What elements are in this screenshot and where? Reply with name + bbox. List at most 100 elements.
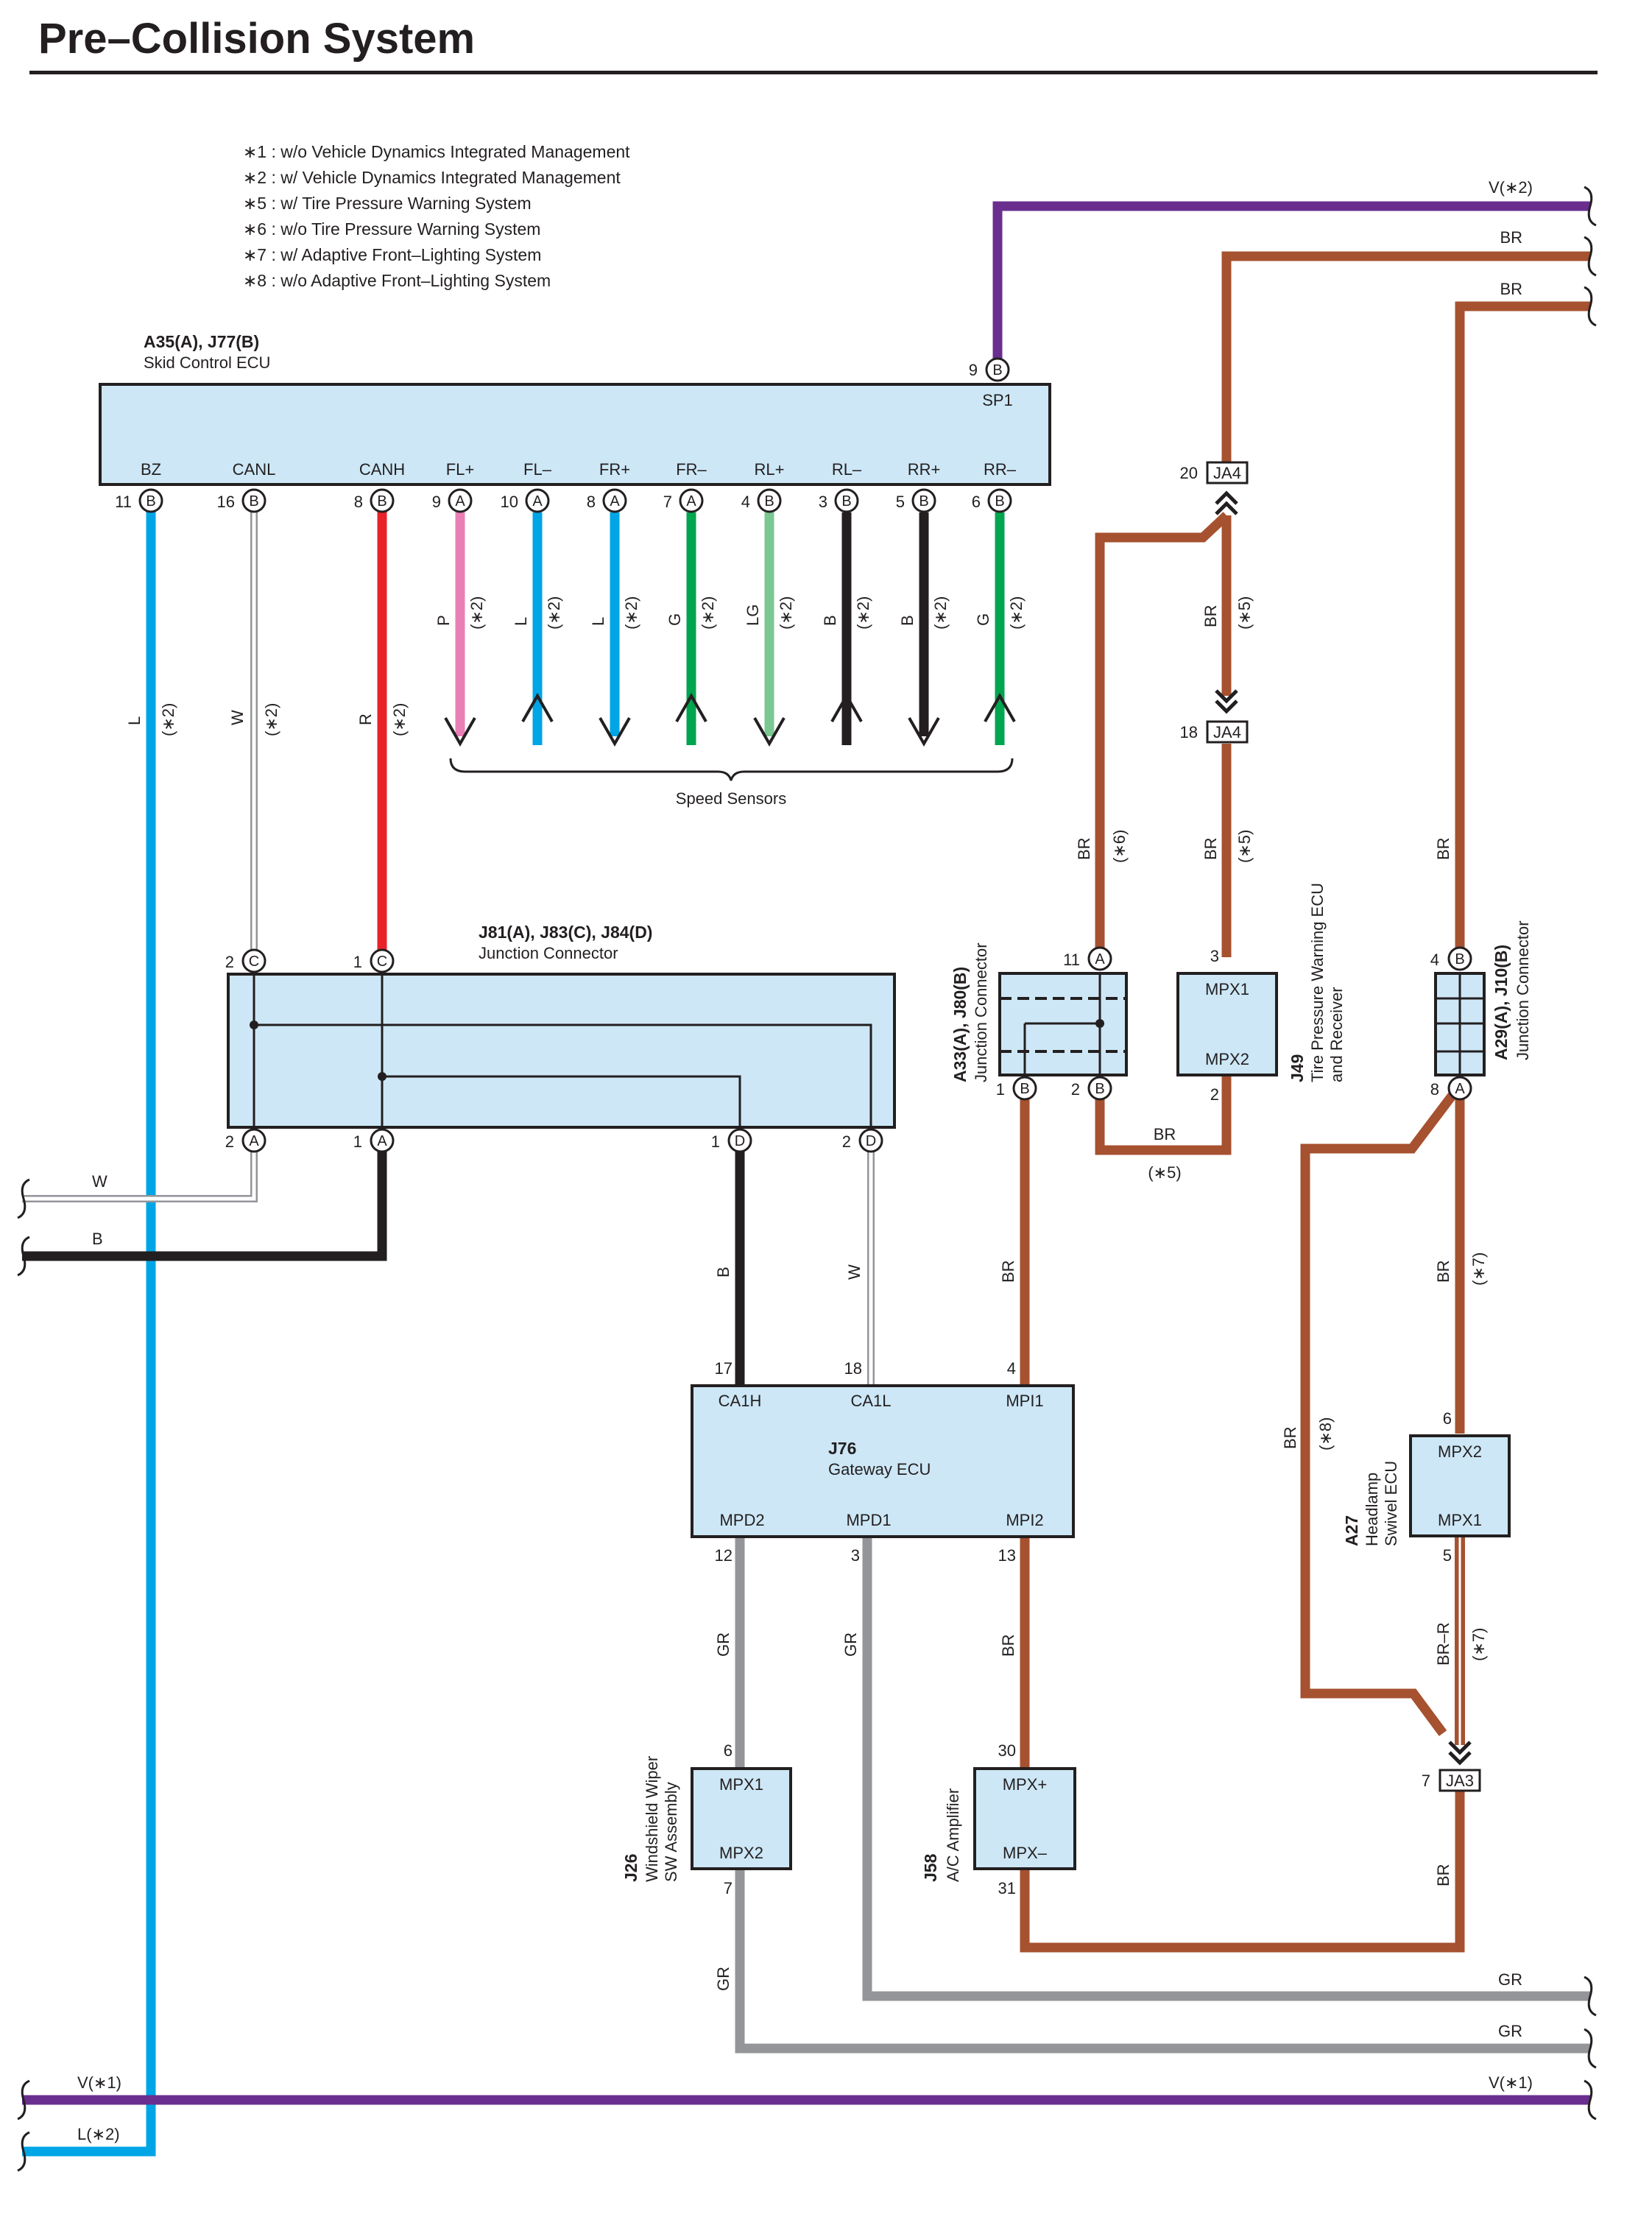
j81-conn-a1: [370, 1128, 395, 1153]
svg-text:MPX1: MPX1: [1205, 980, 1249, 998]
edge-left-b: B: [92, 1230, 103, 1248]
svg-text:(∗2): (∗2): [390, 703, 409, 736]
edge-right-br2: BR: [1500, 280, 1522, 298]
skid-term-4: FL–: [523, 460, 552, 479]
note-7: ∗7 : w/ Adaptive Front–Lighting System: [243, 245, 541, 264]
sensor-arrow-1: [521, 692, 554, 722]
svg-text:11: 11: [1063, 951, 1080, 969]
svg-text:B: B: [714, 1266, 733, 1277]
svg-text:BR: BR: [999, 1634, 1017, 1657]
svg-text:Swivel ECU: Swivel ECU: [1382, 1461, 1400, 1546]
headlamp-box: [1409, 1434, 1511, 1537]
wire-b-left: [22, 1139, 387, 1261]
skid-conn-0: [138, 488, 163, 513]
svg-text:BR: BR: [1201, 605, 1220, 627]
j81-box: [227, 973, 896, 1129]
page-title: Pre–Collision System: [38, 15, 475, 63]
svg-text:A: A: [610, 493, 620, 510]
wire-labels: L (∗2) W (∗2) R (∗2) BR (∗6) BR (∗5) BR …: [125, 596, 1488, 1991]
svg-text:B: B: [992, 362, 1002, 378]
wire-gr-wiper-out: [735, 1870, 1590, 2054]
svg-text:A: A: [249, 1133, 259, 1149]
note-6: ∗6 : w/o Tire Pressure Warning System: [243, 219, 540, 239]
skid-term-9: RR+: [908, 460, 941, 479]
note-8: ∗8 : w/o Adaptive Front–Lighting System: [243, 271, 551, 290]
svg-text:Tire Pressure Warning ECU: Tire Pressure Warning ECU: [1308, 883, 1327, 1082]
svg-text:Junction Connector: Junction Connector: [1514, 920, 1532, 1060]
j81-name: Junction Connector: [479, 944, 618, 962]
speed-sensors-group: Speed Sensors: [449, 758, 1014, 808]
tpw-box: [1176, 972, 1278, 1076]
skid-term-2: CANH: [359, 460, 405, 479]
svg-text:(∗7): (∗7): [1469, 1628, 1488, 1661]
svg-text:R: R: [356, 713, 375, 725]
edge-left-l2: L(∗2): [77, 2125, 120, 2143]
svg-text:30: 30: [998, 1741, 1016, 1760]
wire-br-a29-top: [1455, 301, 1590, 957]
sensor-arrow-7: [984, 692, 1016, 722]
skid-conn-8: [834, 488, 859, 513]
svg-text:B: B: [764, 493, 774, 510]
gateway-term-ca1h: CA1H: [719, 1392, 762, 1410]
skid-term-6: FR–: [676, 460, 707, 479]
svg-text:3: 3: [819, 493, 827, 511]
svg-text:6: 6: [972, 493, 981, 511]
svg-text:Headlamp: Headlamp: [1363, 1473, 1381, 1546]
svg-text:JA4: JA4: [1213, 723, 1241, 741]
condition-notes: ∗1 : w/o Vehicle Dynamics Integrated Man…: [243, 142, 630, 290]
svg-text:D: D: [866, 1133, 876, 1149]
gateway-ecu: CA1H CA1L MPI1 17 18 4 J76 Gateway ECU M…: [691, 1359, 1075, 1565]
svg-text:5: 5: [896, 493, 905, 511]
skid-conn-2: [370, 488, 395, 513]
j81-code: J81(A), J83(C), J84(D): [479, 923, 652, 942]
skid-conn-9: [911, 488, 936, 513]
svg-text:6: 6: [724, 1741, 733, 1760]
svg-text:2: 2: [225, 1132, 234, 1151]
ac-box: [973, 1767, 1076, 1870]
svg-text:3: 3: [851, 1546, 860, 1565]
edge-labels: V(∗2) BR BR GR GR V(∗1) W B V(∗1) L(∗2): [77, 178, 1533, 2143]
svg-text:(∗2): (∗2): [262, 703, 280, 736]
svg-text:1: 1: [711, 1132, 720, 1151]
svg-text:16: 16: [217, 493, 235, 511]
skid-conn-10: [987, 488, 1012, 513]
wires: [22, 201, 1590, 2157]
edge-right-br1: BR: [1500, 228, 1522, 247]
a33-conn-a11: [1087, 946, 1112, 971]
svg-text:1: 1: [996, 1080, 1005, 1099]
j81-conn-d1: [727, 1128, 752, 1153]
junction-connector-a33: A 11 B 1 B 2 A33(A), J80(B) Junction Con…: [950, 942, 1128, 1101]
speed-sensor-wires: P(∗2)L(∗2)L(∗2)G(∗2)LG(∗2)B(∗2)B(∗2)G(∗2…: [434, 512, 1026, 747]
speed-sensors-brace: [449, 758, 1014, 781]
svg-text:2: 2: [842, 1132, 851, 1151]
speed-sensors-label: Speed Sensors: [676, 789, 786, 808]
svg-text:B: B: [841, 493, 851, 510]
svg-text:BR: BR: [1154, 1125, 1176, 1143]
sensor-cond-label-0: (∗2): [467, 596, 486, 630]
svg-text:A: A: [532, 493, 543, 510]
skid-ecu-terminals: BZB11CANLB16CANHB8FL+A9FL–A10FR+A8FR–A7R…: [115, 460, 1017, 513]
wire-br-tpw-loop: [1095, 1076, 1232, 1155]
edge-left-v1: V(∗1): [77, 2073, 121, 2092]
sensor-cond-label-3: (∗2): [699, 596, 717, 630]
svg-text:B: B: [249, 493, 258, 510]
edge-right-v2: V(∗2): [1489, 178, 1533, 197]
sensor-cond-label-1: (∗2): [545, 596, 563, 630]
svg-text:7: 7: [724, 1879, 733, 1897]
svg-text:5: 5: [1443, 1546, 1452, 1565]
svg-text:7: 7: [663, 493, 672, 511]
svg-text:B: B: [919, 493, 928, 510]
sensor-color-label-1: L: [512, 617, 530, 626]
skid-term-3: FL+: [446, 460, 475, 479]
gateway-term-mpi1: MPI1: [1006, 1392, 1043, 1410]
sensor-cond-label-2: (∗2): [622, 596, 640, 630]
svg-text:8: 8: [354, 493, 363, 511]
svg-text:BR: BR: [1201, 837, 1220, 860]
sensor-arrow-0: [444, 717, 476, 747]
sensor-arrow-4: [753, 717, 786, 747]
svg-text:A: A: [455, 493, 465, 510]
skid-conn-3: [448, 488, 473, 513]
svg-text:MPX+: MPX+: [1003, 1775, 1048, 1794]
title-rule: [29, 71, 1598, 74]
